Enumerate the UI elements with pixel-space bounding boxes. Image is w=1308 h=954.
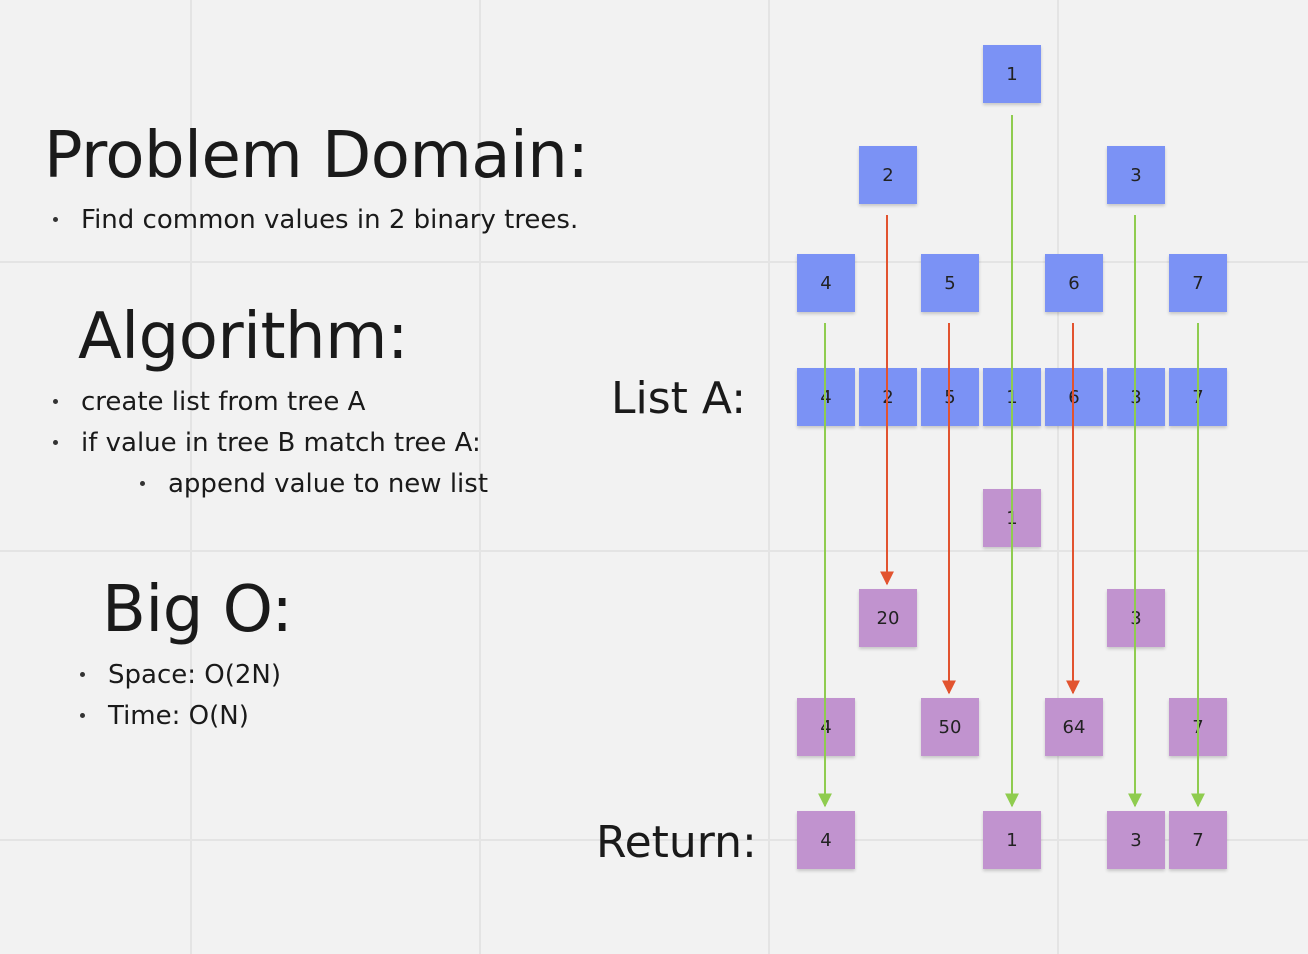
grid-line bbox=[0, 550, 1308, 552]
big-o-heading: Big O: bbox=[102, 573, 293, 647]
list-a-label: List A: bbox=[611, 373, 747, 424]
grid-line bbox=[479, 0, 481, 954]
return-note[interactable]: 7 bbox=[1169, 811, 1227, 869]
list-a-note[interactable]: 2 bbox=[859, 368, 917, 426]
bullet-text: create list from tree A bbox=[81, 387, 366, 417]
bullet-item: Space: O(2N) bbox=[75, 655, 281, 696]
return-label: Return: bbox=[596, 817, 757, 868]
tree-a-leaf-note[interactable]: 6 bbox=[1045, 254, 1103, 312]
tree-a-leaf-note[interactable]: 4 bbox=[797, 254, 855, 312]
bullet-text: Time: O(N) bbox=[108, 701, 249, 731]
grid-line bbox=[0, 261, 1308, 263]
return-note[interactable]: 1 bbox=[983, 811, 1041, 869]
grid-line bbox=[190, 0, 192, 954]
return-note[interactable]: 3 bbox=[1107, 811, 1165, 869]
bullet-text: append value to new list bbox=[168, 469, 489, 499]
problem-domain-bullets: Find common values in 2 binary trees. bbox=[48, 200, 578, 241]
list-a-note[interactable]: 6 bbox=[1045, 368, 1103, 426]
list-a-note[interactable]: 3 bbox=[1107, 368, 1165, 426]
grid-line bbox=[0, 839, 1308, 841]
return-note[interactable]: 4 bbox=[797, 811, 855, 869]
tree-a-leaf-note[interactable]: 5 bbox=[921, 254, 979, 312]
bullet-item: create list from tree A bbox=[48, 382, 488, 423]
grid-line bbox=[1057, 0, 1059, 954]
tree-b-node-note[interactable]: 3 bbox=[1107, 589, 1165, 647]
sub-bullet-item: append value to new list bbox=[48, 464, 488, 505]
tree-a-node-note[interactable]: 2 bbox=[859, 146, 917, 204]
bullet-text: if value in tree B match tree A: bbox=[81, 428, 481, 458]
bullet-item: Find common values in 2 binary trees. bbox=[48, 200, 578, 241]
problem-domain-heading: Problem Domain: bbox=[44, 119, 589, 193]
tree-b-root-note[interactable]: 1 bbox=[983, 489, 1041, 547]
list-a-note[interactable]: 4 bbox=[797, 368, 855, 426]
tree-a-root-note[interactable]: 1 bbox=[983, 45, 1041, 103]
tree-b-leaf-note[interactable]: 64 bbox=[1045, 698, 1103, 756]
tree-b-leaf-note[interactable]: 4 bbox=[797, 698, 855, 756]
bullet-item: Time: O(N) bbox=[75, 696, 281, 737]
tree-b-leaf-note[interactable]: 7 bbox=[1169, 698, 1227, 756]
grid-line bbox=[768, 0, 770, 954]
list-a-note[interactable]: 7 bbox=[1169, 368, 1227, 426]
tree-b-leaf-note[interactable]: 50 bbox=[921, 698, 979, 756]
algorithm-heading: Algorithm: bbox=[78, 300, 409, 374]
tree-a-leaf-note[interactable]: 7 bbox=[1169, 254, 1227, 312]
tree-a-node-note[interactable]: 3 bbox=[1107, 146, 1165, 204]
tree-b-node-note[interactable]: 20 bbox=[859, 589, 917, 647]
bullet-text: Find common values in 2 binary trees. bbox=[81, 205, 579, 235]
list-a-note[interactable]: 5 bbox=[921, 368, 979, 426]
bullet-text: Space: O(2N) bbox=[108, 660, 281, 690]
big-o-bullets: Space: O(2N) Time: O(N) bbox=[75, 655, 281, 737]
bullet-item: if value in tree B match tree A: bbox=[48, 423, 488, 464]
algorithm-bullets: create list from tree A if value in tree… bbox=[48, 382, 488, 505]
list-a-note[interactable]: 1 bbox=[983, 368, 1041, 426]
